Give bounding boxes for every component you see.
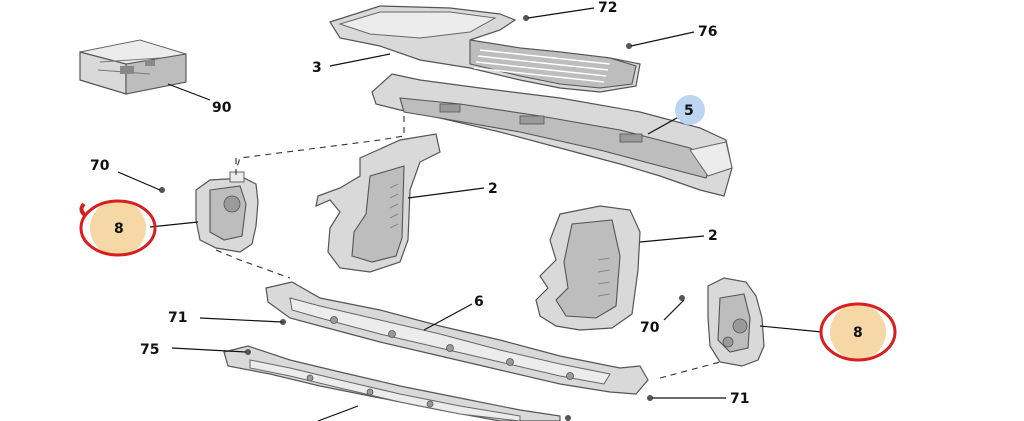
part-number-labels: 72 76 3 90 5 70 2 8 2 71 6 70 8 75 71	[90, 0, 863, 407]
part-8-bracket-left	[195, 171, 259, 253]
label-75: 75	[140, 342, 159, 358]
part-90-box	[79, 39, 187, 95]
red-mark-left	[79, 202, 88, 218]
part-2-air-guide-upper	[315, 133, 441, 273]
part-8-bracket-right	[707, 277, 765, 367]
label-71-right: 71	[730, 391, 749, 407]
part-2-air-guide-lower	[535, 205, 641, 331]
label-8-right: 8	[853, 325, 863, 341]
leader-lines	[117, 7, 823, 421]
label-76: 76	[698, 24, 717, 40]
part-6-lower-crossmember	[265, 281, 649, 395]
label-70-left: 70	[90, 158, 110, 174]
label-71-left: 71	[168, 310, 187, 326]
highlight-5-blue	[675, 95, 705, 125]
highlight-8-right-fill	[830, 304, 886, 360]
highlight-circles	[79, 95, 897, 362]
label-5: 5	[684, 103, 694, 119]
label-8-left: 8	[114, 221, 124, 237]
highlight-8-left-red-circle	[79, 199, 157, 257]
highlight-8-right-red-circle	[819, 302, 897, 362]
lower-beam	[223, 345, 561, 421]
label-2-upper: 2	[488, 181, 498, 197]
label-72: 72	[598, 0, 617, 16]
label-6: 6	[474, 294, 484, 310]
fasteners	[159, 15, 685, 421]
label-90: 90	[212, 100, 232, 116]
highlight-8-left-fill	[90, 200, 146, 256]
part-3-shroud	[329, 5, 641, 93]
assembly-dashed-lines	[215, 116, 721, 379]
label-70-right: 70	[640, 320, 660, 336]
label-2-lower: 2	[708, 228, 718, 244]
label-3: 3	[312, 60, 322, 76]
part-5-upper-crossmember	[371, 73, 733, 197]
